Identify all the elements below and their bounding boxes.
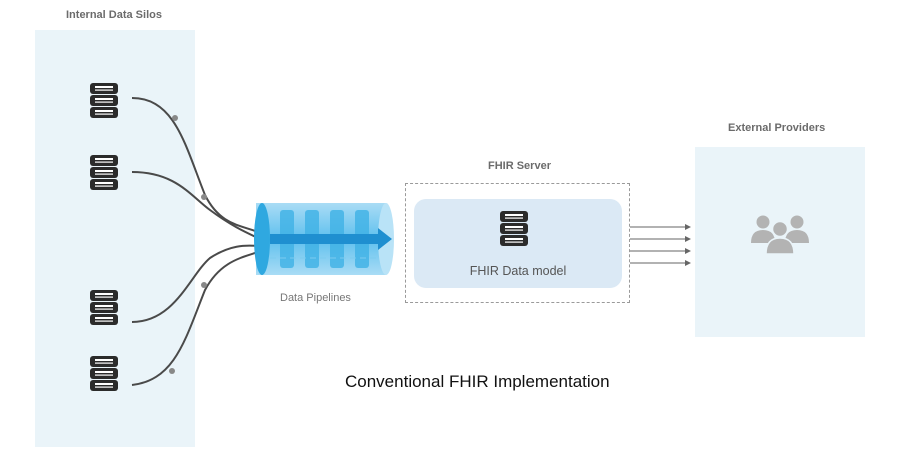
silo-database-icon-3 <box>90 290 118 325</box>
fhir-data-model-label: FHIR Data model <box>469 264 567 278</box>
diagram-caption: Conventional FHIR Implementation <box>345 372 610 391</box>
user-group-icon <box>751 215 809 255</box>
data-pipelines-label: Data Pipelines <box>280 292 351 304</box>
connector-nodes <box>169 115 207 374</box>
fhir-server-box <box>405 183 630 303</box>
pipeline-cylinder-icon <box>254 203 394 275</box>
fhir-model-database-icon <box>500 211 528 246</box>
silo-database-icon-2 <box>90 155 118 190</box>
internal-silos-title: Internal Data Silos <box>66 9 162 21</box>
silo-database-icon-4 <box>90 356 118 391</box>
external-providers-title: External Providers <box>728 122 826 134</box>
provider-arrows <box>630 224 691 266</box>
fhir-server-title: FHIR Server <box>488 160 551 172</box>
silo-database-icon-1 <box>90 83 118 118</box>
silo-connectors <box>131 97 259 386</box>
